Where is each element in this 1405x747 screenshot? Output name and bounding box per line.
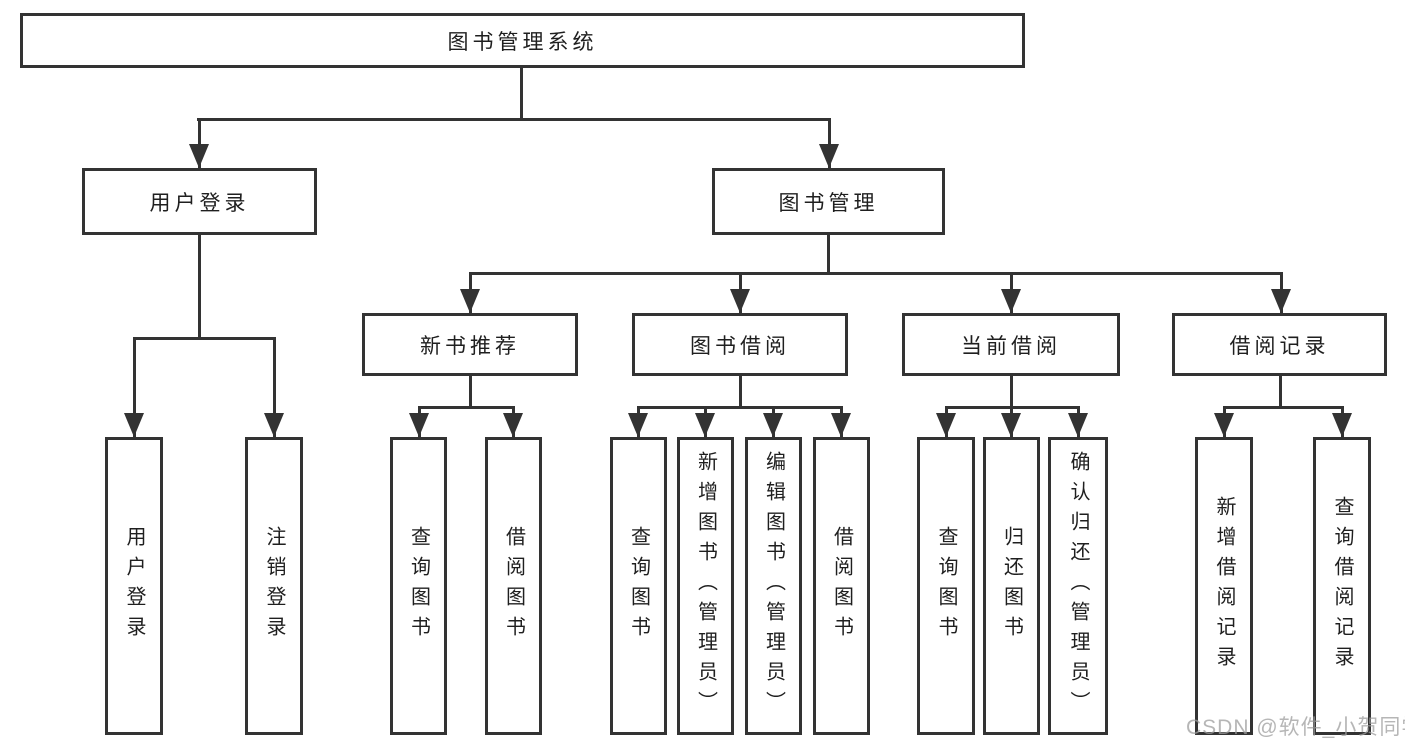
leaf-search-books-borrowing: 查询图书 [610, 437, 667, 735]
connector-new-book-rec-branch [418, 406, 515, 409]
arrowhead-leaf [503, 413, 523, 437]
leaf-add-books-admin: 新增图书（管理员） [677, 437, 734, 735]
node-label: 借阅记录 [1229, 334, 1330, 358]
arrowhead-borrowing-records [1271, 289, 1291, 313]
arrowhead-leaf-user-login [124, 413, 144, 437]
node-book-management: 图书管理 [712, 168, 945, 235]
leaf-label: 查询图书 [407, 526, 430, 646]
leaf-label: 新增借阅记录 [1213, 496, 1235, 676]
connector-to-book-management [828, 118, 831, 168]
connector-root-stem [520, 68, 523, 118]
leaf-confirm-return-admin: 确认归还（管理员） [1048, 437, 1108, 735]
arrowhead-book-management [819, 144, 839, 168]
arrowhead-leaf [763, 413, 783, 437]
node-label: 用户登录 [149, 191, 250, 215]
connector-new-book-rec-stem [469, 376, 472, 406]
leaf-label: 查询图书 [935, 526, 957, 646]
arrowhead-current-borrowing [1001, 289, 1021, 313]
node-user-login: 用户登录 [82, 168, 317, 235]
arrowhead-leaf [695, 413, 715, 437]
leaf-logout: 注销登录 [245, 437, 303, 735]
node-library-management-system: 图书管理系统 [20, 13, 1025, 68]
connector-level1-branch [197, 118, 831, 121]
connector-to-user-login [198, 118, 201, 168]
node-label: 图书管理 [778, 191, 879, 215]
arrowhead-user-login [189, 144, 209, 168]
leaf-user-login: 用户登录 [105, 437, 163, 735]
arrowhead-leaf [1068, 413, 1088, 437]
leaf-edit-books-admin: 编辑图书（管理员） [745, 437, 802, 735]
leaf-label: 借阅图书 [502, 526, 525, 646]
node-label: 图书管理系统 [447, 30, 598, 54]
connector-current-borrowing-stem [1010, 376, 1013, 406]
leaf-label: 归还图书 [1000, 526, 1023, 646]
arrowhead-leaf [628, 413, 648, 437]
node-label: 新书推荐 [420, 334, 520, 358]
leaf-add-borrow-record: 新增借阅记录 [1195, 437, 1253, 735]
leaf-label: 查询图书 [627, 526, 650, 646]
leaf-label: 新增图书（管理员） [694, 451, 717, 721]
leaf-label: 注销登录 [263, 526, 285, 646]
node-current-borrowing: 当前借阅 [902, 313, 1120, 376]
leaf-label: 借阅图书 [830, 526, 853, 646]
leaf-label: 用户登录 [123, 526, 145, 646]
node-label: 图书借阅 [690, 334, 790, 358]
connector-book-management-stem [827, 235, 830, 272]
connector-user-login-branch [133, 337, 276, 340]
leaf-search-books-current: 查询图书 [917, 437, 975, 735]
arrowhead-leaf [1001, 413, 1021, 437]
arrowhead-leaf [831, 413, 851, 437]
arrowhead-book-borrowing [730, 289, 750, 313]
leaf-label: 编辑图书（管理员） [762, 451, 785, 721]
csdn-watermark: CSDN @软件_小贺同学 [1186, 716, 1405, 739]
leaf-borrow-books-recommendation: 借阅图书 [485, 437, 542, 735]
arrowhead-leaf [936, 413, 956, 437]
connector-borrowing-records-branch [1223, 406, 1343, 409]
connector-user-login-stem [198, 235, 201, 337]
connector-borrowing-records-stem [1279, 376, 1282, 406]
leaf-borrow-books: 借阅图书 [813, 437, 870, 735]
leaf-return-books: 归还图书 [983, 437, 1040, 735]
node-borrowing-records: 借阅记录 [1172, 313, 1387, 376]
arrowhead-leaf [1214, 413, 1234, 437]
leaf-label: 查询借阅记录 [1331, 496, 1353, 676]
connector-to-leaf-logout [273, 337, 276, 437]
leaf-search-books-recommendation: 查询图书 [390, 437, 447, 735]
leaf-label: 确认归还（管理员） [1067, 451, 1089, 721]
arrowhead-leaf [1332, 413, 1352, 437]
arrowhead-leaf-logout [264, 413, 284, 437]
arrowhead-new-book-recommendation [460, 289, 480, 313]
connector-book-borrowing-stem [739, 376, 742, 406]
connector-level2-branch [469, 272, 1283, 275]
node-new-book-recommendation: 新书推荐 [362, 313, 578, 376]
node-label: 当前借阅 [961, 334, 1061, 358]
node-book-borrowing: 图书借阅 [632, 313, 848, 376]
leaf-search-borrow-record: 查询借阅记录 [1313, 437, 1371, 735]
arrowhead-leaf [409, 413, 429, 437]
connector-book-borrowing-branch [637, 406, 842, 409]
connector-to-leaf-user-login [133, 337, 136, 437]
